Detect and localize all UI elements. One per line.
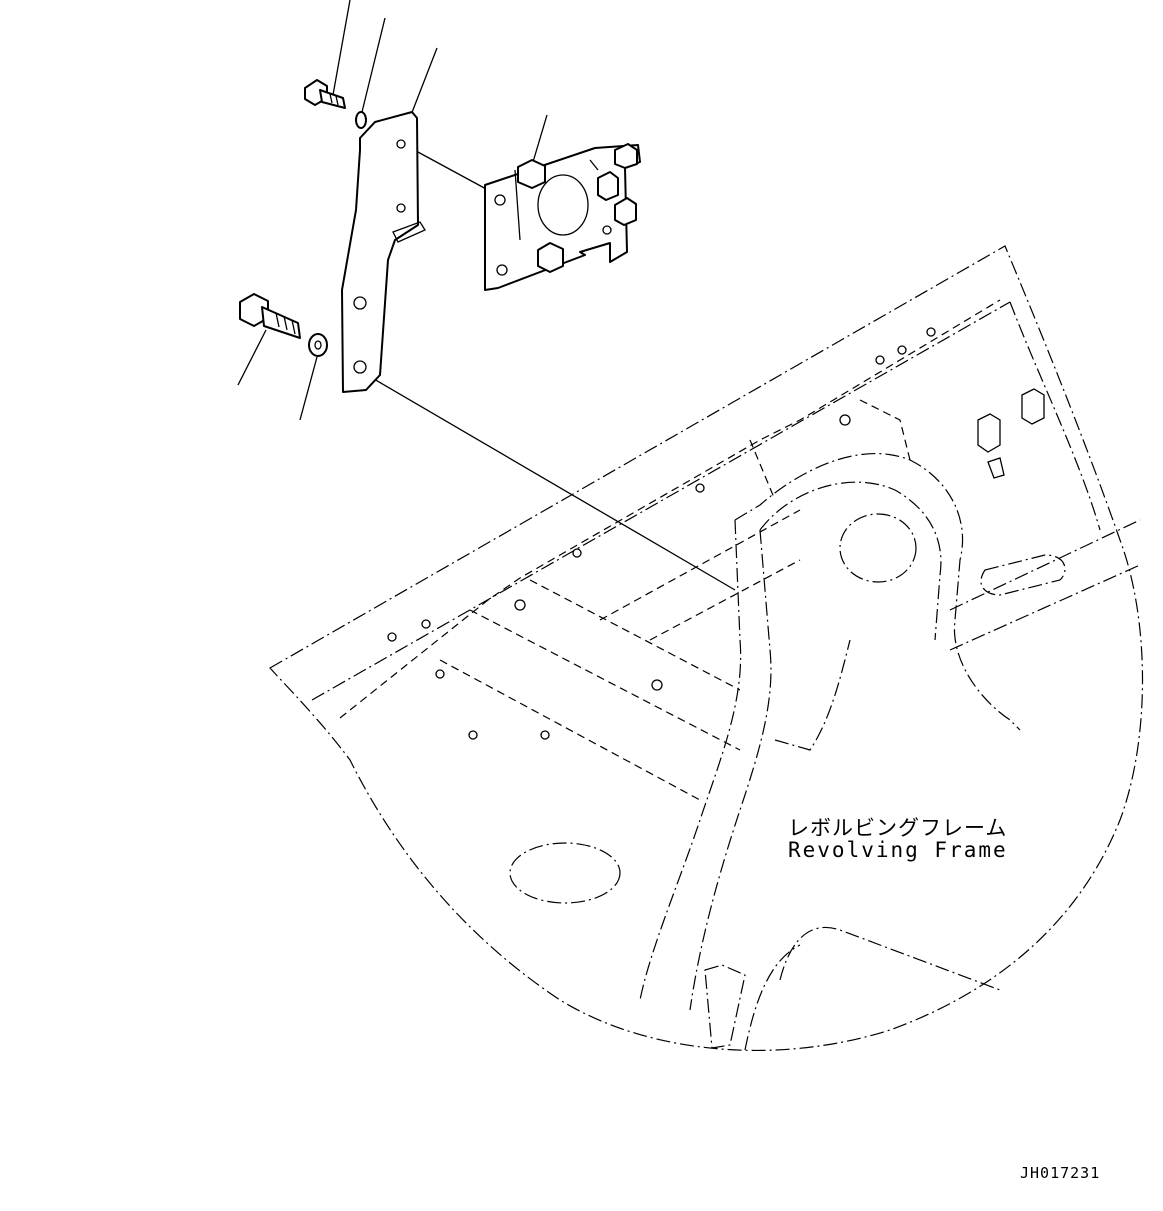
- frame-long-member-2: [649, 559, 801, 641]
- frame-right-vertical-2: [749, 439, 776, 501]
- frame-right-edge: [1009, 301, 1101, 531]
- upper-bolt: [304, 79, 346, 109]
- frame-cross-member-1: [439, 659, 701, 801]
- frame-holes: [387, 327, 936, 740]
- boom-bracket-left-rib-2: [689, 529, 772, 1011]
- frame-top-edge: [311, 301, 1011, 701]
- frame-outer-outline: [269, 245, 1144, 1051]
- frame-slot-2: [704, 964, 746, 1049]
- boom-bracket-inner: [759, 481, 942, 641]
- revolving-frame: [269, 245, 1144, 1051]
- frame-slot: [980, 554, 1066, 596]
- boom-pin-hole: [839, 513, 917, 583]
- boom-bracket-right-rib: [774, 639, 851, 751]
- frame-right-beam-2: [949, 564, 1141, 651]
- frame-bottom-hole: [509, 842, 621, 904]
- lower-bolt: [239, 293, 301, 339]
- frame-long-member-1: [599, 509, 801, 621]
- mounting-bracket: [341, 111, 426, 393]
- frame-inner-pocket-2: [744, 944, 801, 1051]
- frame-inner-pocket: [779, 926, 1001, 991]
- boom-bracket-left-rib: [639, 519, 742, 1001]
- frame-cross-member-2: [469, 609, 741, 751]
- frame-top-edge-inner: [339, 299, 1001, 719]
- frame-right-beam: [949, 519, 1141, 611]
- leader-lines: [237, 0, 736, 591]
- part-name-japanese: レボルビングフレーム: [788, 816, 1008, 840]
- boom-bracket-outline: [734, 452, 1021, 731]
- frame-cross-member-3: [529, 579, 741, 691]
- frame-bosses: [977, 388, 1045, 479]
- lower-washer: [308, 333, 328, 357]
- part-name-english: Revolving Frame: [788, 838, 1008, 862]
- control-panel-plate: [484, 143, 641, 291]
- lower-washer-hole: [314, 340, 322, 350]
- drawing-code: JH017231: [1020, 1164, 1101, 1182]
- frame-right-vertical: [859, 399, 911, 461]
- upper-washer: [355, 111, 367, 129]
